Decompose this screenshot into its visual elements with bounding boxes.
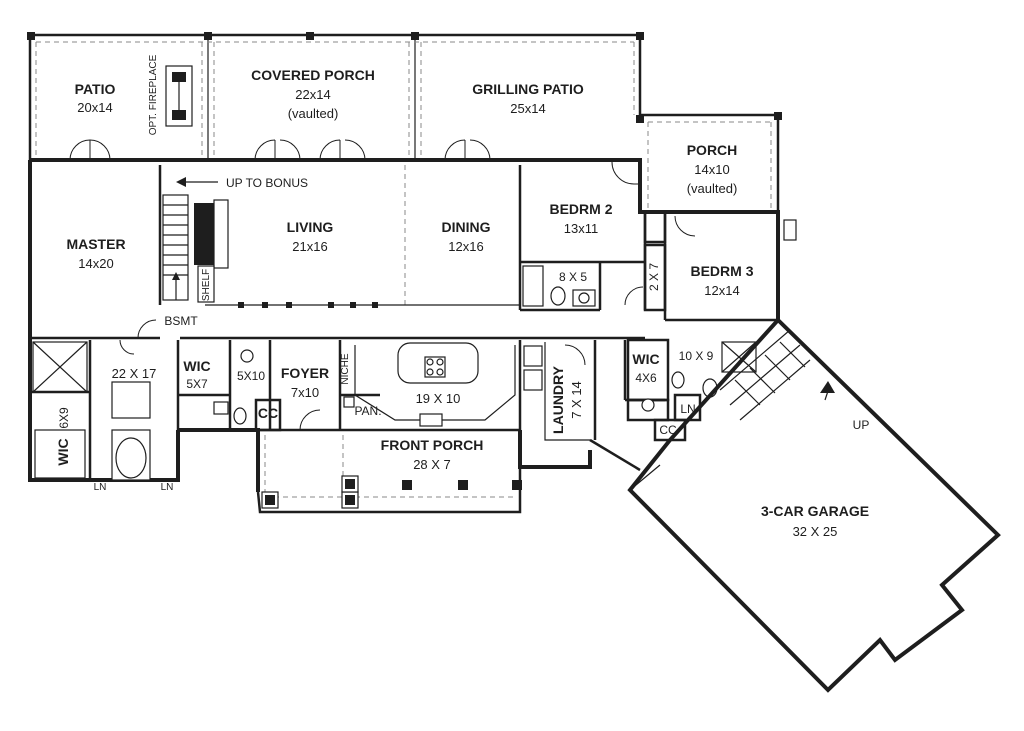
shelf [197,265,215,303]
grilling-patio-name: GRILLING PATIO [472,81,584,97]
wic-master-name: WIC [183,358,210,374]
bedrm3-size: 12x14 [704,283,739,298]
bedrm3-name: BEDRM 3 [690,263,753,279]
garage-size: 32 X 25 [793,524,838,539]
porch-size: 14x10 [694,162,729,177]
garage-name: 3-CAR GARAGE [761,503,869,519]
living-size: 21x16 [292,239,327,254]
closet-2x7-size: 2 X 7 [647,263,661,291]
cc-foyer-label: CC [258,405,278,421]
kitchen-size: 19 X 10 [416,391,461,406]
dining-name: DINING [442,219,491,235]
wic-4x6-size: 4X6 [635,371,657,385]
porch-note: (vaulted) [687,181,738,196]
bedrm2-name: BEDRM 2 [549,201,612,217]
doors [69,139,696,431]
patio-size: 20x14 [77,100,112,115]
wic-6x9-size: 6X9 [57,407,71,429]
bath3-size: 10 X 9 [679,349,714,363]
laundry-size: 7 X 14 [569,381,584,419]
niche-label: NICHE [340,353,351,384]
covered-porch-note: (vaulted) [288,106,339,121]
bedrm3-bath [626,338,757,442]
master-size: 14x20 [78,256,113,271]
niche-box [343,396,355,408]
kitchen-island [354,342,516,427]
ln-left-label: LN [94,482,107,493]
shelf-label: SHELF [201,269,212,301]
bath2-size: 8 X 5 [559,270,587,284]
arrow-left-icon [176,177,186,187]
master-bath-size: 22 X 17 [112,366,157,381]
laundry-fixtures [523,342,590,441]
closet-2x7 [643,210,667,312]
pantry-label: PAN. [354,404,381,418]
fireplace-icon [165,65,193,127]
front-porch-size: 28 X 7 [413,457,451,472]
front-porch [256,435,522,514]
up-to-bonus-label: UP TO BONUS [226,176,308,190]
bsmt-label: BSMT [164,314,198,328]
master-suite [30,341,151,481]
covered-porch-size: 22x14 [295,87,330,102]
rear-outdoor-areas [27,32,797,241]
stairs [162,194,189,301]
laundry-name: LAUNDRY [550,365,566,434]
wic-6x9-name: WIC [55,438,71,465]
powder-size: 5X10 [237,369,265,383]
window-marks [238,302,378,308]
hose-bib [783,219,797,241]
annotations: UP TO BONUS SHELF BSMT NICHE PAN. CC CC … [94,176,870,493]
master-name: MASTER [66,236,125,252]
grilling-patio-size: 25x14 [510,101,545,116]
interior-walls [30,165,778,480]
room-labels: PATIO 20x14 OPT. FIREPLACE COVERED PORCH… [55,54,869,539]
fireplace-label: OPT. FIREPLACE [148,54,159,135]
foyer-name: FOYER [281,365,329,381]
ln-garage-label: LN [680,402,695,416]
fireplace-icon [194,199,229,269]
foyer-size: 7x10 [291,385,319,400]
living-name: LIVING [287,219,334,235]
patio-name: PATIO [75,81,116,97]
coat-closet [254,398,282,432]
front-porch-name: FRONT PORCH [381,437,484,453]
dining-size: 12x16 [448,239,483,254]
covered-porch-name: COVERED PORCH [251,67,375,83]
ln-right-label: LN [161,482,174,493]
bath-2 [522,265,596,307]
porch-name: PORCH [687,142,738,158]
up-garage-label: UP [853,418,870,432]
cc-garage-label: CC [659,423,677,437]
wic-4x6-name: WIC [632,351,659,367]
garage-structure [589,317,1001,693]
bedrm2-size: 13x11 [564,221,598,236]
wic-master-size: 5X7 [186,377,208,391]
